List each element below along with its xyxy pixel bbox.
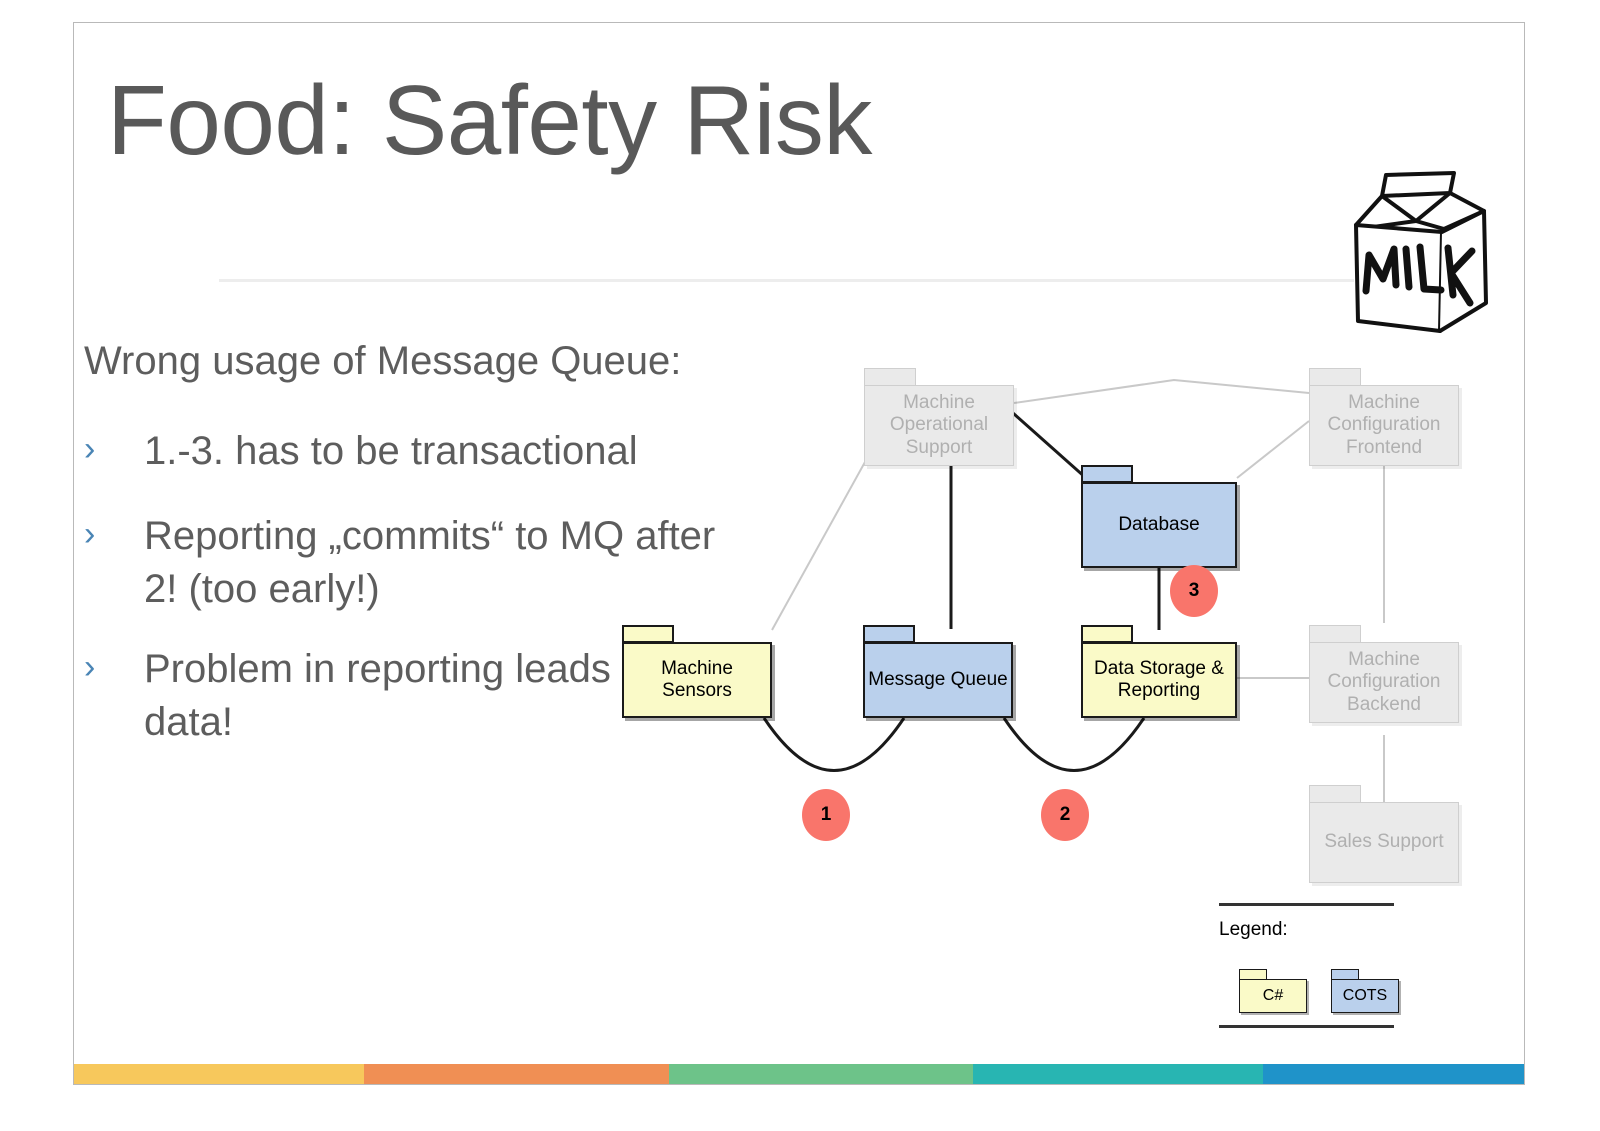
legend-item-cots: COTS <box>1331 969 1399 1013</box>
package-database[interactable]: Database <box>1081 465 1237 568</box>
package-label: Sales Support <box>1309 802 1459 883</box>
bullet-text-2: Reporting „commits“ to MQ after 2! (too … <box>144 514 716 611</box>
package-message-queue[interactable]: Message Queue <box>863 625 1013 718</box>
package-machine-configuration-backend[interactable]: Machine Configuration Backend <box>1309 625 1459 723</box>
package-label: Machine Sensors <box>622 642 772 718</box>
strip-segment-teal <box>973 1064 1263 1084</box>
package-tab <box>864 368 916 386</box>
strip-segment-orange <box>364 1064 669 1084</box>
bullet-item-1: › 1.-3. has to be transactional <box>84 425 638 478</box>
legend-title: Legend: <box>1219 919 1288 940</box>
link-mos-to-database <box>1004 404 1087 480</box>
step-marker-label: 1 <box>820 804 832 825</box>
chevron-right-icon: › <box>84 515 96 553</box>
package-label: Data Storage & Reporting <box>1081 642 1237 718</box>
bullet-text-1: 1.-3. has to be transactional <box>144 429 638 473</box>
legend-divider-bottom <box>1219 1025 1394 1028</box>
package-tab <box>863 625 915 643</box>
package-label: Machine Operational Support <box>864 385 1014 466</box>
chevron-right-icon: › <box>84 430 96 468</box>
package-machine-configuration-frontend[interactable]: Machine Configuration Frontend <box>1309 368 1459 466</box>
lead-paragraph: Wrong usage of Message Queue: <box>84 339 682 383</box>
footer-color-strip <box>74 1064 1524 1084</box>
legend-item-label: C# <box>1239 979 1307 1013</box>
strip-segment-green <box>668 1064 973 1084</box>
package-data-storage-reporting[interactable]: Data Storage & Reporting <box>1081 625 1237 718</box>
package-tab <box>1081 465 1133 483</box>
slide-canvas: Food: Safety Risk <box>73 22 1525 1085</box>
package-label: Machine Configuration Frontend <box>1309 385 1459 466</box>
package-tab <box>1309 625 1361 643</box>
package-label: Machine Configuration Backend <box>1309 642 1459 723</box>
package-label: Database <box>1081 482 1237 568</box>
strip-segment-amber <box>74 1064 364 1084</box>
legend-divider-top <box>1219 903 1394 906</box>
milk-carton-illustration: MILK <box>1344 163 1504 338</box>
step-marker-label: 2 <box>1059 804 1071 825</box>
flow-sensors-to-mq <box>762 717 906 772</box>
step-marker-1: 1 <box>802 789 850 841</box>
page-title: Food: Safety Risk <box>107 65 872 175</box>
link-database-to-mcf <box>1236 420 1310 479</box>
package-tab <box>1309 368 1361 386</box>
step-marker-2: 2 <box>1041 789 1089 841</box>
link-mos-to-mcf <box>1013 378 1310 404</box>
chevron-right-icon: › <box>84 648 96 686</box>
package-machine-operational-support[interactable]: Machine Operational Support <box>864 368 1014 466</box>
legend-item-csharp: C# <box>1239 969 1307 1013</box>
package-tab <box>1309 785 1361 803</box>
package-sales-support[interactable]: Sales Support <box>1309 785 1459 883</box>
legend-item-label: COTS <box>1331 979 1399 1013</box>
step-marker-label: 3 <box>1188 580 1200 601</box>
bullet-item-2: › Reporting „commits“ to MQ after 2! (to… <box>84 510 754 616</box>
package-tab <box>622 625 674 643</box>
title-divider <box>219 279 1354 282</box>
package-label: Message Queue <box>863 642 1013 718</box>
package-machine-sensors[interactable]: Machine Sensors <box>622 625 772 718</box>
flow-mq-to-dsr <box>1002 717 1146 772</box>
strip-segment-blue <box>1263 1064 1524 1084</box>
step-marker-3: 3 <box>1170 565 1218 617</box>
package-tab <box>1081 625 1133 643</box>
